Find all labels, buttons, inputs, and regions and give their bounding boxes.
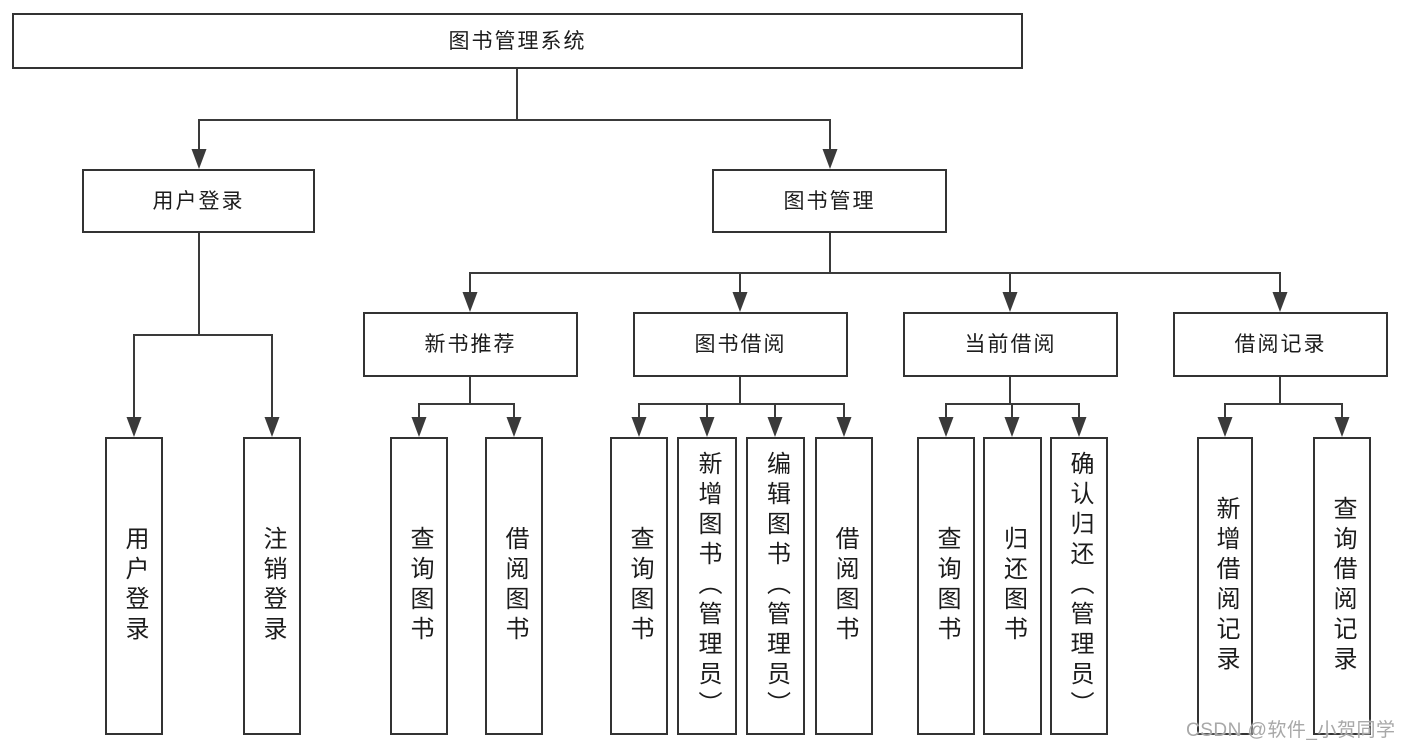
node-new-book-recommend: 新书推荐 bbox=[363, 312, 578, 377]
connector-records-to-leaves bbox=[1224, 376, 1343, 405]
leaf-user-login: 用户登录 bbox=[105, 437, 163, 735]
csdn-watermark: CSDN @软件_小贺同学 bbox=[1186, 720, 1396, 741]
arrowhead-icon bbox=[699, 417, 715, 437]
arrowhead-icon bbox=[1272, 292, 1288, 312]
leaf-borrow-books: 借阅图书 bbox=[815, 437, 873, 735]
arrowhead-icon bbox=[411, 417, 427, 437]
connector-login-to-leaves bbox=[133, 232, 273, 336]
arrowhead-icon bbox=[462, 292, 478, 312]
arrowhead-icon bbox=[1002, 292, 1018, 312]
node-user-login: 用户登录 bbox=[82, 169, 315, 233]
connector-newbooks-to-leaves bbox=[418, 376, 515, 405]
arrow-shafts bbox=[133, 119, 1343, 424]
leaf-borrow-books-recommend: 借阅图书 bbox=[485, 437, 543, 735]
node-borrow-records: 借阅记录 bbox=[1173, 312, 1388, 377]
arrowhead-icon bbox=[1334, 417, 1350, 437]
leaf-return-books: 归还图书 bbox=[983, 437, 1042, 735]
connector-current-to-leaves bbox=[945, 376, 1079, 405]
arrow-heads bbox=[126, 149, 1350, 437]
leaf-query-books-recommend: 查询图书 bbox=[390, 437, 448, 735]
arrowhead-icon bbox=[767, 417, 783, 437]
arrowhead-icon bbox=[631, 417, 647, 437]
leaf-query-borrow-record: 查询借阅记录 bbox=[1313, 437, 1371, 735]
connector-root-to-level2 bbox=[198, 68, 831, 121]
arrowhead-icon bbox=[264, 417, 280, 437]
connector-borrow-to-leaves bbox=[638, 376, 845, 405]
arrowhead-icon bbox=[1004, 417, 1020, 437]
node-root-system: 图书管理系统 bbox=[12, 13, 1023, 69]
node-book-management: 图书管理 bbox=[712, 169, 947, 233]
leaf-logout: 注销登录 bbox=[243, 437, 301, 735]
arrowhead-icon bbox=[822, 149, 838, 169]
connector-skeleton bbox=[133, 68, 1343, 424]
arrowhead-icon bbox=[126, 417, 142, 437]
arrowhead-icon bbox=[506, 417, 522, 437]
arrowhead-icon bbox=[1217, 417, 1233, 437]
arrowhead-icon bbox=[732, 292, 748, 312]
connector-mgmt-to-level3 bbox=[469, 232, 1281, 274]
leaf-query-books-current: 查询图书 bbox=[917, 437, 975, 735]
leaf-add-borrow-record: 新增借阅记录 bbox=[1197, 437, 1253, 735]
leaf-query-books-borrow: 查询图书 bbox=[610, 437, 668, 735]
arrowhead-icon bbox=[938, 417, 954, 437]
arrowhead-icon bbox=[191, 149, 207, 169]
leaf-confirm-return-admin: 确认归还（管理员） bbox=[1050, 437, 1108, 735]
arrowhead-icon bbox=[836, 417, 852, 437]
node-book-borrow: 图书借阅 bbox=[633, 312, 848, 377]
leaf-add-books-admin: 新增图书（管理员） bbox=[677, 437, 737, 735]
arrowhead-icon bbox=[1071, 417, 1087, 437]
leaf-edit-books-admin: 编辑图书（管理员） bbox=[746, 437, 805, 735]
node-current-borrow: 当前借阅 bbox=[903, 312, 1118, 377]
